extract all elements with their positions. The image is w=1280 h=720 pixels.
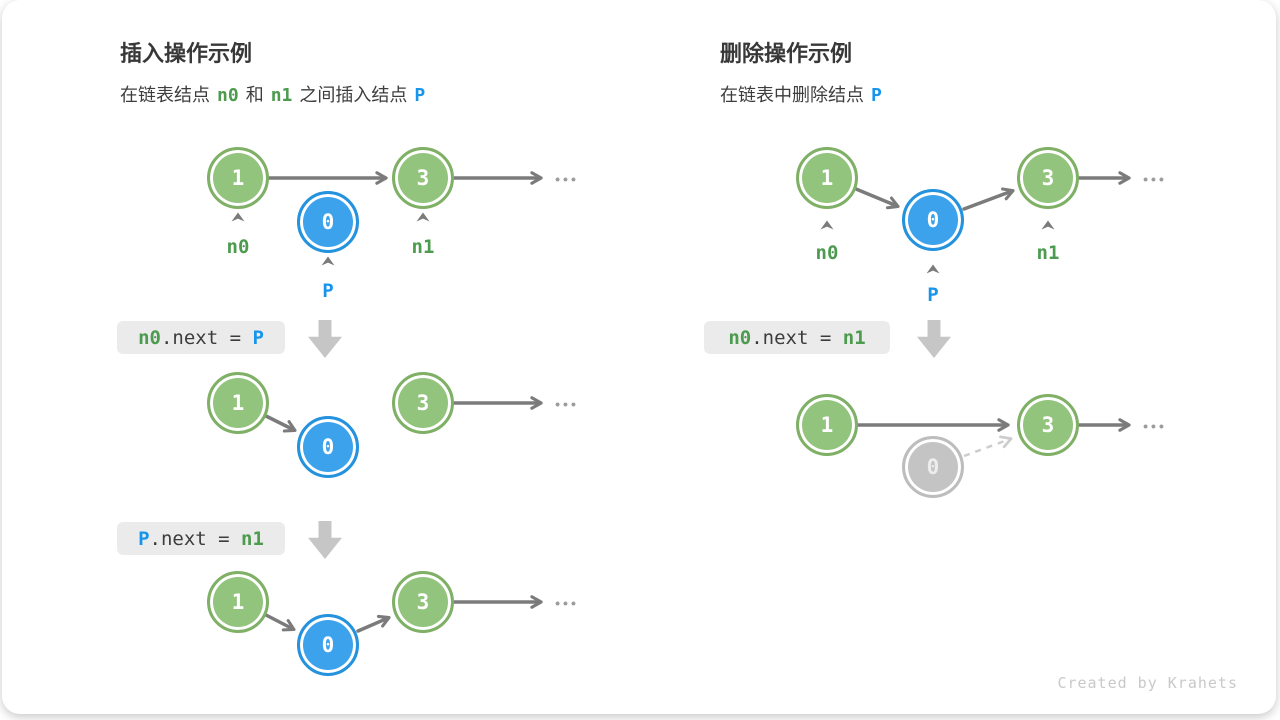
n1-token: n1: [270, 85, 293, 106]
subtitle-text: 之间插入结点: [299, 85, 408, 105]
arrow-down-icon: [308, 521, 342, 559]
credit-text: Created by Krahets: [1057, 674, 1238, 692]
list-node-3: 3: [1017, 147, 1079, 209]
list-node-3: 3: [392, 372, 454, 434]
caret-up-icon: [416, 212, 430, 222]
code-p: P: [138, 527, 150, 550]
list-node-3: 3: [392, 147, 454, 209]
code-n0: n0: [728, 326, 752, 349]
code-n1: n1: [842, 326, 866, 349]
n0-label: n0: [226, 236, 250, 258]
list-node-1: 1: [207, 571, 269, 633]
link-arrow: [962, 187, 1015, 211]
code-n0: n0: [138, 326, 161, 349]
link-arrow: [356, 614, 391, 633]
list-node-1: 1: [796, 394, 858, 456]
list-node-1: 1: [796, 147, 858, 209]
code-delete-step1: n0.next = n1: [704, 321, 890, 354]
p-token: P: [871, 85, 882, 106]
insert-section-title: 插入操作示例: [120, 41, 253, 66]
caret-up-icon: [231, 212, 245, 222]
insert-section-subtitle: 在链表结点 n0 和 n1 之间插入结点 P: [120, 81, 432, 107]
subtitle-text: 在链表中删除结点: [720, 85, 864, 105]
ellipsis: •••: [1143, 171, 1167, 187]
link-arrow: [264, 414, 297, 433]
list-node-0: 0: [902, 189, 964, 251]
ellipsis: •••: [1143, 418, 1167, 434]
p-label: P: [322, 280, 334, 302]
ellipsis: •••: [555, 595, 579, 611]
delete-section-title: 删除操作示例: [720, 41, 853, 66]
delete-section-subtitle: 在链表中删除结点 P: [720, 81, 889, 107]
list-node-0: 0: [297, 191, 359, 253]
ellipsis: •••: [555, 171, 579, 187]
p-label: P: [927, 284, 939, 306]
arrow-down-icon: [308, 320, 342, 358]
code-text: .next =: [149, 527, 242, 550]
caret-up-icon: [1041, 220, 1055, 230]
list-node-3: 3: [1017, 394, 1079, 456]
caret-up-icon: [820, 220, 834, 230]
code-p: P: [252, 326, 264, 349]
code-insert-step1: n0.next = P: [117, 321, 285, 354]
code-n1: n1: [241, 527, 264, 550]
arrow-down-icon: [917, 320, 951, 358]
n1-label: n1: [411, 236, 435, 258]
list-node-1: 1: [207, 372, 269, 434]
dashed-removed-link-arrow: [963, 435, 1013, 458]
code-text: .next =: [751, 326, 843, 349]
n0-token: n0: [217, 85, 239, 106]
link-arrow: [264, 613, 296, 632]
list-node-3: 3: [392, 571, 454, 633]
subtitle-text: 和: [245, 85, 264, 105]
n0-label: n0: [815, 242, 839, 264]
list-node-0: 0: [297, 416, 359, 478]
ellipsis: •••: [555, 396, 579, 412]
n1-label: n1: [1036, 242, 1060, 264]
caret-up-icon: [926, 264, 940, 274]
list-node-1: 1: [207, 147, 269, 209]
list-node-0: 0: [297, 614, 359, 676]
link-arrow: [854, 187, 900, 210]
subtitle-text: 在链表结点: [120, 85, 210, 105]
removed-node-0: 0: [902, 436, 964, 498]
code-insert-step2: P.next = n1: [117, 522, 285, 555]
caret-up-icon: [321, 256, 335, 266]
code-text: .next =: [160, 326, 253, 349]
p-token: P: [414, 85, 426, 106]
